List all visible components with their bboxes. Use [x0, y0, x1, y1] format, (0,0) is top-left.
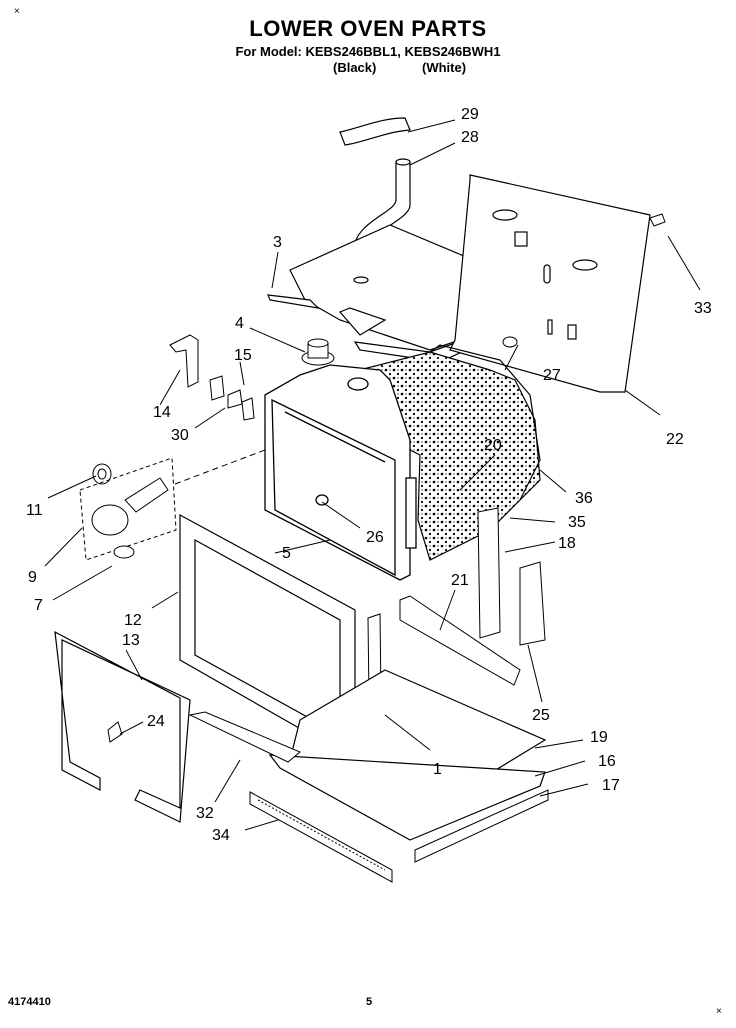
callout-21: 21: [451, 572, 469, 589]
model-line: For Model: KEBS246BBL1, KEBS246BWH1: [235, 44, 501, 59]
back-panel: [449, 174, 651, 393]
callout-4: 4: [235, 315, 244, 332]
corner-mark-top-left: ×: [14, 6, 20, 17]
callout-15: 15: [234, 347, 252, 364]
hole-plug: [502, 336, 518, 348]
color-white-label: (White): [422, 60, 467, 75]
callout-25: 25: [532, 707, 550, 724]
door-hinge: [477, 507, 546, 646]
callout-32: 32: [196, 805, 214, 822]
oven-cavity: [264, 364, 417, 581]
panel-clip: [649, 213, 666, 227]
callout-27: 27: [543, 367, 561, 384]
floor-trim: [414, 789, 549, 863]
callout-26: 26: [366, 529, 384, 546]
callout-14: 14: [153, 404, 171, 421]
vent-trim: [188, 711, 301, 763]
leader-lines: [44, 119, 701, 831]
callout-11: 11: [26, 502, 43, 519]
callout-24: 24: [147, 713, 165, 730]
callout-29: 29: [461, 106, 479, 123]
oven-light-assembly: [79, 449, 266, 561]
callout-20: 20: [484, 437, 502, 454]
latch-bracket: [169, 334, 255, 421]
corner-mark-bottom-right: ×: [716, 1006, 722, 1017]
toe-kick-panel: [249, 791, 393, 883]
callout-19: 19: [590, 729, 608, 746]
callout-5: 5: [282, 545, 291, 562]
page-number: 5: [366, 996, 373, 1008]
callout-33: 33: [694, 300, 712, 317]
bottom-bracket: [399, 595, 521, 686]
callout-13: 13: [122, 632, 140, 649]
callout-16: 16: [598, 753, 616, 770]
callout-22: 22: [666, 431, 684, 448]
callout-28: 28: [461, 129, 479, 146]
callout-17: 17: [602, 777, 620, 794]
callout-18: 18: [558, 535, 576, 552]
callout-30: 30: [171, 427, 189, 444]
callout-3: 3: [273, 234, 282, 251]
gasket-clip: [107, 721, 123, 743]
callout-7: 7: [34, 597, 43, 614]
page-title: LOWER OVEN PARTS: [249, 16, 487, 41]
callout-9: 9: [28, 569, 37, 586]
callout-34: 34: [212, 827, 230, 844]
document-number: 4174410: [8, 996, 51, 1008]
callout-36: 36: [575, 490, 593, 507]
callout-12: 12: [124, 612, 142, 629]
color-black-label: (Black): [333, 60, 377, 75]
callout-numbers: 29 28 3 4 15 14 30 11 9 7 5 26 12 13 24 …: [26, 106, 712, 844]
door-gasket: [54, 630, 191, 823]
callout-35: 35: [568, 514, 586, 531]
callout-1: 1: [433, 761, 442, 778]
vent-fitting: [301, 338, 335, 366]
